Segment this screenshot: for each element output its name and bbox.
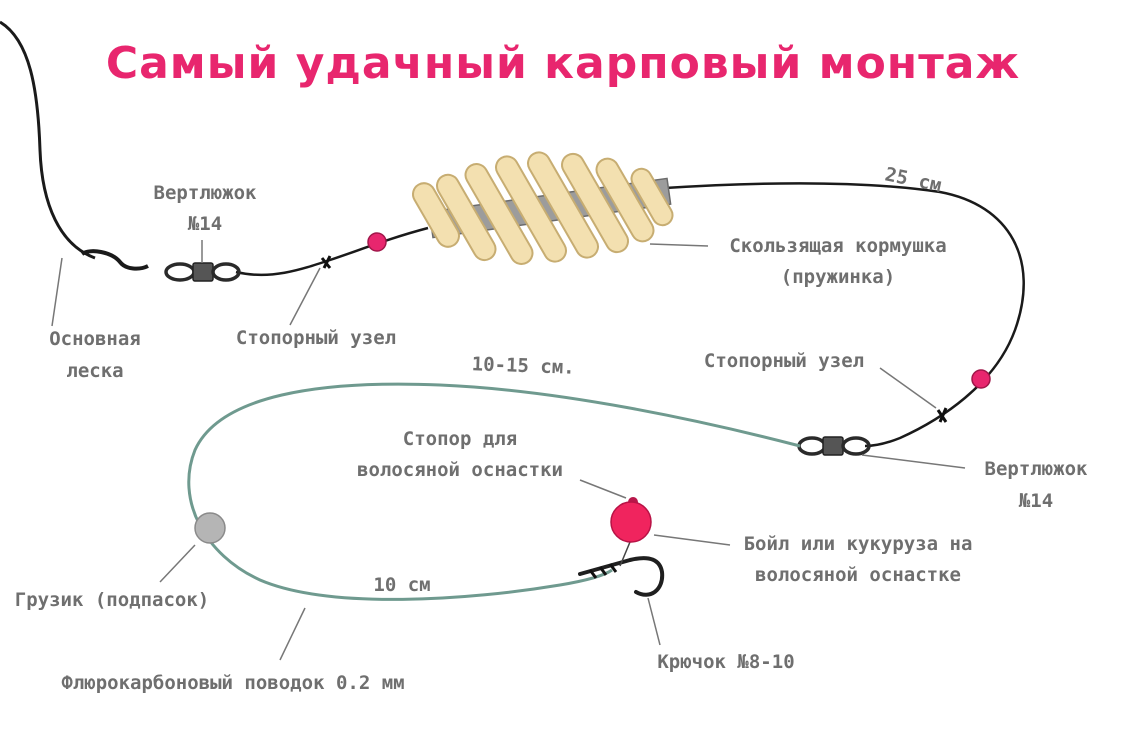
hook bbox=[578, 556, 665, 597]
feeder-spring bbox=[412, 151, 674, 265]
main-line-loop bbox=[664, 181, 1025, 448]
diagram-title: Самый удачный карповый монтаж bbox=[106, 38, 1020, 89]
label-swivel-top-2: №14 bbox=[187, 213, 222, 235]
label-swivel-top-1: Вертлюжок bbox=[154, 182, 258, 204]
label-length-10-15: 10-15 см. bbox=[471, 353, 575, 379]
stop-knot-left bbox=[320, 255, 332, 269]
main-line bbox=[0, 20, 96, 260]
swivel-top bbox=[80, 249, 241, 282]
sinker bbox=[194, 512, 226, 544]
label-feeder-1: Скользящая кормушка bbox=[729, 235, 946, 257]
fluoro-leader bbox=[187, 382, 801, 601]
swivel-bottom bbox=[797, 436, 871, 456]
label-swivel-bottom-1: Вертлюжок bbox=[985, 458, 1089, 480]
label-swivel-bottom-2: №14 bbox=[1018, 490, 1053, 512]
bead-left bbox=[367, 232, 387, 252]
label-stop-knot-left: Стопорный узел bbox=[236, 327, 396, 349]
label-boilie-2: волосяной оснастке bbox=[755, 564, 961, 586]
pointer-lines bbox=[51, 240, 966, 661]
label-feeder-2: (пружинка) bbox=[781, 266, 895, 288]
label-length-10: 10 см bbox=[373, 574, 430, 596]
stop-knot-right bbox=[936, 407, 948, 423]
label-main-line-2: леска bbox=[66, 360, 123, 382]
label-main-line-1: Основная bbox=[49, 328, 141, 350]
label-hair-stop-1: Стопор для bbox=[403, 428, 517, 450]
label-length-25: 25 см bbox=[883, 163, 944, 196]
label-hook: Крючок №8-10 bbox=[657, 651, 794, 673]
label-fluoro-leader: Флюрокарбоновый поводок 0.2 мм bbox=[61, 672, 404, 694]
hair-link bbox=[619, 541, 631, 567]
main-line-after-swivel bbox=[235, 226, 429, 277]
label-stop-knot-right: Стопорный узел bbox=[704, 350, 864, 372]
bead-right bbox=[971, 369, 991, 389]
label-hair-stop-2: волосяной оснастки bbox=[357, 459, 563, 481]
boilie bbox=[610, 501, 652, 543]
label-sinker: Грузик (подпасок) bbox=[15, 589, 209, 611]
label-boilie-1: Бойл или кукуруза на bbox=[744, 533, 973, 555]
